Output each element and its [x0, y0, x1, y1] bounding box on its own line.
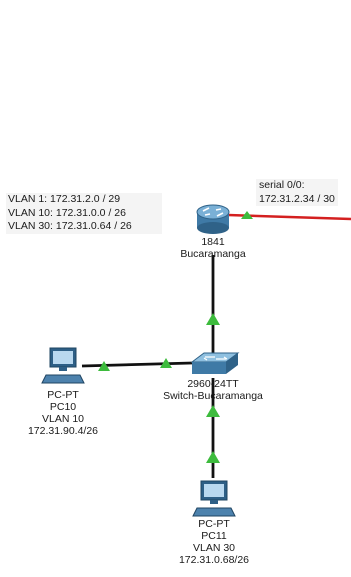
port-indicator-router-fa	[206, 313, 220, 325]
switch-label: 2960-24TT Switch-Bucaramanga	[146, 378, 280, 402]
switch-name: Switch-Bucaramanga	[163, 390, 263, 402]
serial-note-line1: serial 0/0:	[259, 179, 305, 191]
pc10-type: PC-PT	[47, 389, 79, 401]
serial-note[interactable]: serial 0/0: 172.31.2.34 / 30	[256, 179, 338, 206]
vlan-note[interactable]: VLAN 1: 172.31.2.0 / 29 VLAN 10: 172.31.…	[6, 193, 162, 234]
port-indicator-switch-pc11	[206, 405, 220, 417]
vlan-note-line: VLAN 30: 172.31.0.64 / 26	[8, 220, 132, 232]
pc10-icon[interactable]	[41, 347, 85, 384]
serial-note-line2: 172.31.2.34 / 30	[259, 192, 335, 205]
port-indicator-pc11	[206, 451, 220, 463]
router-model: 1841	[201, 236, 225, 248]
router-label: 1841 Bucaramanga	[168, 236, 258, 260]
pc10-vlan: VLAN 10	[41, 413, 85, 425]
link-pc10-switch[interactable]	[81, 361, 193, 368]
port-indicator-router-serial	[241, 211, 253, 219]
port-indicator-switch-pc10	[160, 358, 172, 368]
pc11-label: PC-PT PC11 VLAN 30 172.31.0.68/26	[169, 518, 259, 566]
pc10-name: PC10	[49, 401, 77, 413]
pc11-ip: 172.31.0.68/26	[178, 554, 250, 566]
vlan-note-line: VLAN 10: 172.31.0.0 / 26	[8, 206, 126, 219]
pc10-label: PC-PT PC10 VLAN 10 172.31.90.4/26	[18, 389, 108, 437]
pc11-vlan: VLAN 30	[192, 542, 236, 554]
switch-model: 2960-24TT	[187, 378, 239, 390]
router-icon[interactable]	[196, 204, 230, 234]
pc11-name: PC11	[201, 530, 227, 542]
router-name: Bucaramanga	[180, 248, 246, 260]
pc11-type: PC-PT	[198, 518, 230, 530]
port-indicator-pc10	[98, 361, 110, 371]
pc11-icon[interactable]	[192, 480, 236, 517]
pc10-ip: 172.31.90.4/26	[27, 425, 99, 437]
switch-icon[interactable]	[190, 352, 240, 374]
vlan-note-line: VLAN 1: 172.31.2.0 / 29	[8, 193, 121, 205]
